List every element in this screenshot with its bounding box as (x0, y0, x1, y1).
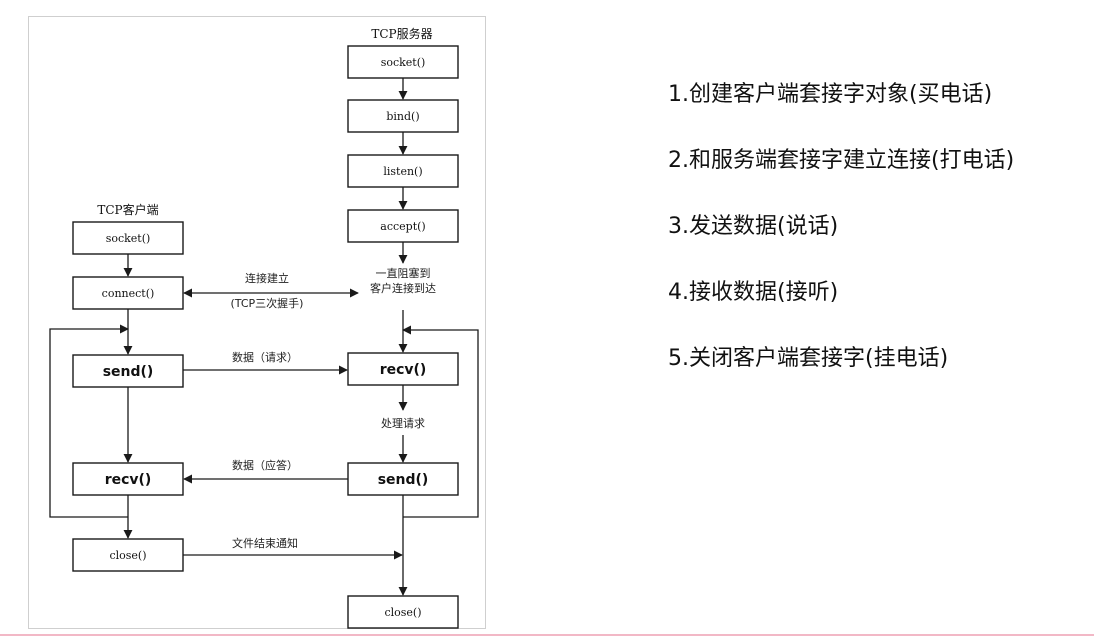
client-close-label: close() (109, 549, 146, 562)
server-recv-box: recv() (347, 352, 459, 386)
client-send-box: send() (72, 354, 184, 388)
response-label: 数据（应答） (232, 458, 298, 472)
step-item-5: 5.关闭客户端套接字(挂电话) (668, 346, 949, 371)
client-recv-box: recv() (72, 462, 184, 496)
eof-label: 文件结束通知 (232, 536, 298, 550)
server-title: TCP服务器 (371, 26, 432, 41)
process-request-label: 处理请求 (381, 417, 425, 430)
server-accept-label: accept() (380, 220, 425, 233)
server-recv-label: recv() (380, 362, 427, 378)
client-socket-box: socket() (72, 221, 184, 255)
step-item-3: 3.发送数据(说话) (668, 214, 839, 239)
server-listen-label: listen() (383, 165, 422, 178)
server-accept-box: accept() (347, 209, 459, 243)
connect-label-line1: 连接建立 (245, 271, 289, 285)
step-item-1: 1.创建客户端套接字对象(买电话) (668, 82, 993, 107)
bottom-divider (0, 634, 1094, 636)
server-bind-box: bind() (347, 99, 459, 133)
server-listen-box: listen() (347, 154, 459, 188)
client-recv-label: recv() (105, 472, 152, 488)
client-loop-line (49, 324, 129, 518)
tcp-flow-diagram: TCP服务器 TCP客户端 socket() bind() listen() a… (28, 16, 486, 629)
server-socket-label: socket() (381, 56, 426, 69)
server-send-box: send() (347, 462, 459, 496)
client-title: TCP客户端 (97, 202, 158, 217)
client-connect-box: connect() (72, 276, 184, 310)
block-label-line2: 客户连接到达 (370, 281, 436, 295)
client-socket-label: socket() (106, 232, 151, 245)
server-close-box: close() (347, 595, 459, 629)
step-item-2: 2.和服务端套接字建立连接(打电话) (668, 148, 1015, 173)
diagram-canvas: TCP服务器 TCP客户端 socket() bind() listen() a… (49, 26, 479, 629)
server-socket-box: socket() (347, 45, 459, 79)
server-close-label: close() (384, 606, 421, 619)
client-send-label: send() (103, 364, 154, 380)
block-label-line1: 一直阻塞到 (376, 266, 431, 280)
steps-list: 1.创建客户端套接字对象(买电话) 2.和服务端套接字建立连接(打电话) 3.发… (668, 75, 1014, 405)
server-loop-line (402, 325, 479, 518)
step-item-4: 4.接收数据(接听) (668, 280, 839, 305)
request-label: 数据（请求） (232, 350, 298, 364)
server-bind-label: bind() (386, 110, 419, 123)
connect-label-line2: (TCP三次握手) (231, 296, 304, 310)
server-send-label: send() (378, 472, 429, 488)
client-connect-label: connect() (102, 287, 155, 300)
client-close-box: close() (72, 538, 184, 572)
